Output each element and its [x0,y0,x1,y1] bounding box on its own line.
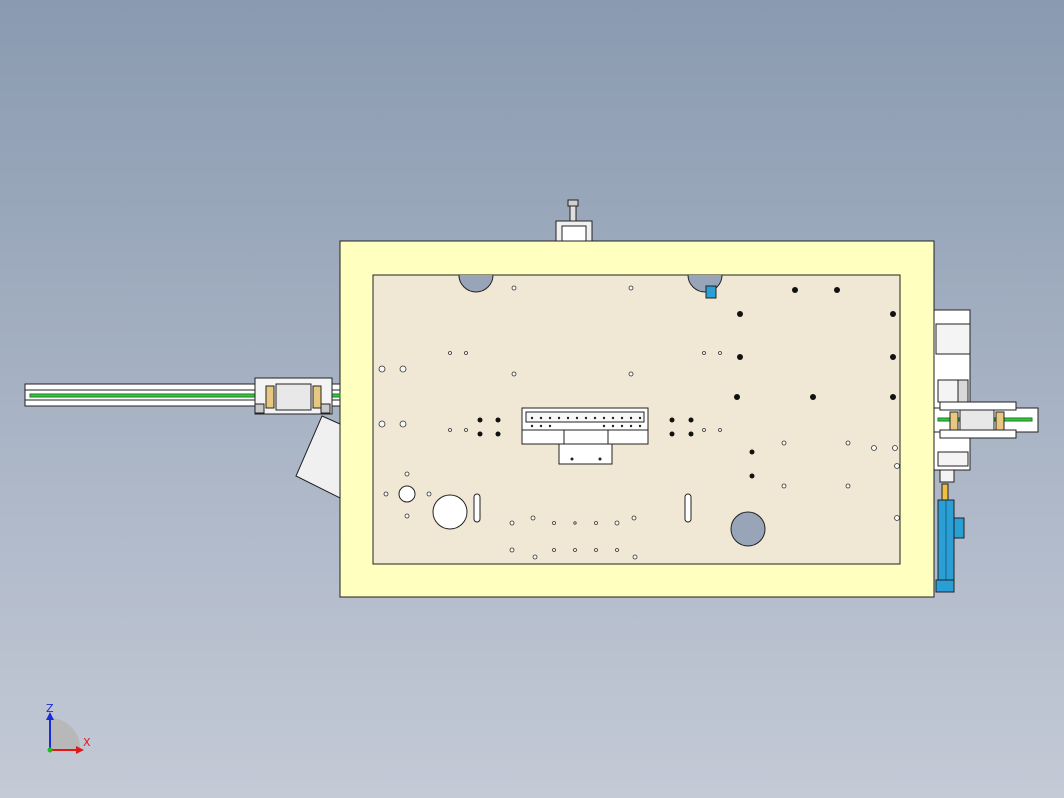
sensor-tab [705,285,717,299]
mounting-holes-open [378,285,900,560]
small-white-disc [398,485,416,503]
center-fixture[interactable] [521,407,649,465]
assembly-model[interactable] [24,199,1039,598]
pneumatic-cylinder[interactable] [935,483,965,593]
white-disc [432,494,468,530]
right-conveyor-arm[interactable] [933,309,1039,483]
z-axis-label: Z [46,702,54,715]
left-belt [29,393,341,398]
slots [473,493,692,523]
large-holes [458,274,766,547]
x-axis-label: X [83,736,91,749]
left-guard-plate [295,415,341,499]
triad-origin [47,747,53,753]
z-arrowhead-icon [46,712,54,720]
left-conveyor-arm[interactable] [24,377,341,499]
triad-quadrant [50,717,81,750]
view-triad: Z X [46,702,91,754]
x-arrowhead-icon [76,746,84,754]
top-sensor-bracket[interactable] [555,199,593,242]
mounting-holes-black [477,287,896,479]
